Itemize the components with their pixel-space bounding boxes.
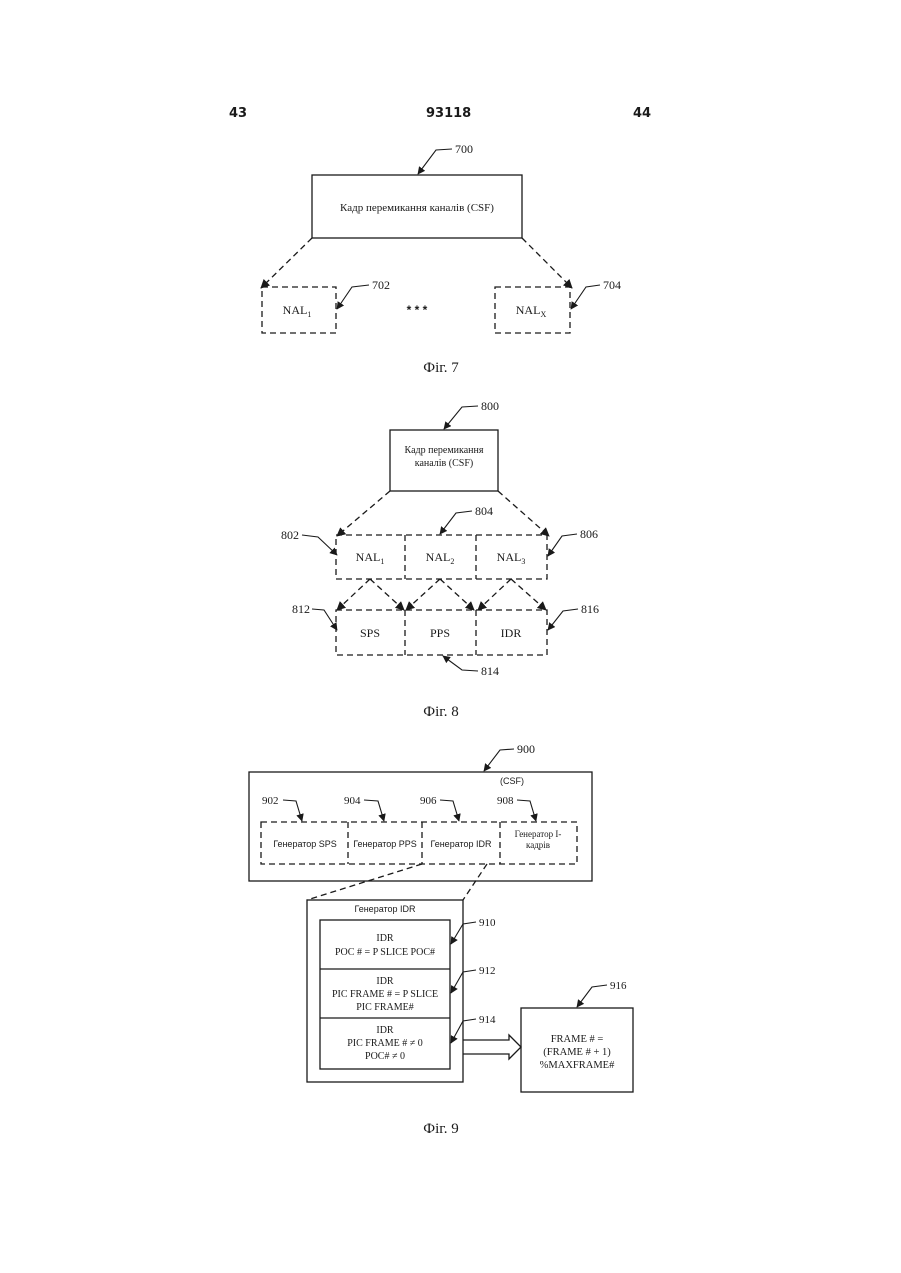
ref-704: 704 xyxy=(603,278,621,292)
idr-label: IDR xyxy=(501,626,522,640)
ref-816-leader xyxy=(548,609,578,630)
ref-700-leader xyxy=(418,149,452,174)
ref-816: 816 xyxy=(581,602,599,616)
box-910-line2: POC # = P SLICE POC# xyxy=(335,947,435,958)
split-arrow-left-8 xyxy=(337,491,390,536)
csf-frame-label-8-line2: каналів (CSF) xyxy=(415,458,473,469)
figure-7-caption: Фіг. 7 xyxy=(423,360,459,376)
sps-generator: Генератор SPS xyxy=(273,839,337,849)
figure-8: 800 Кадр перемикання каналів (CSF) NAL1 … xyxy=(281,399,599,720)
pps-label: PPS xyxy=(430,626,450,640)
nal-2-label-8: NAL2 xyxy=(426,550,455,566)
box-912-line1: IDR xyxy=(376,976,394,987)
ref-814: 814 xyxy=(481,664,499,678)
csf-frame-label: Кадр перемикання каналів (CSF) xyxy=(340,202,494,214)
ref-904: 904 xyxy=(344,795,361,807)
ref-814-leader xyxy=(443,656,478,671)
csf-generator-label: (CSF) xyxy=(500,776,524,786)
ellipsis: * * * xyxy=(407,303,428,317)
ref-812: 812 xyxy=(292,602,310,616)
split-arrow-right-8 xyxy=(498,491,549,536)
sps-label: SPS xyxy=(360,626,380,640)
pps-generator: Генератор PPS xyxy=(353,839,417,849)
ref-900-leader xyxy=(484,749,514,771)
ref-800-leader xyxy=(444,406,478,429)
figure-8-caption: Фіг. 8 xyxy=(423,704,458,720)
figure-9-caption: Фіг. 9 xyxy=(423,1121,458,1137)
box-916-line1: FRAME # = xyxy=(551,1034,604,1045)
split-arrow-right xyxy=(522,238,572,288)
ref-902: 902 xyxy=(262,795,279,807)
ref-802: 802 xyxy=(281,528,299,542)
split-arrow-left xyxy=(261,238,312,288)
ref-908: 908 xyxy=(497,795,514,807)
box-914-line2: PIC FRAME # ≠ 0 xyxy=(347,1038,423,1049)
ref-702-leader xyxy=(337,285,369,309)
ref-906-leader xyxy=(440,800,459,821)
nal-1-label-8: NAL1 xyxy=(356,550,385,566)
idr-generator-title: Генератор IDR xyxy=(354,904,416,914)
ref-704-leader xyxy=(571,285,600,309)
csf-frame-label-8-line1: Кадр перемикання xyxy=(405,445,484,456)
figure-9: 900 (CSF) Генератор SPS Генератор PPS Ге… xyxy=(249,742,633,1137)
box-910-line1: IDR xyxy=(376,933,394,944)
ref-916-leader xyxy=(577,985,607,1007)
output-arrow xyxy=(463,1035,521,1059)
ref-902-leader xyxy=(283,800,302,821)
box-914-line3: POC# ≠ 0 xyxy=(365,1051,405,1062)
ref-912: 912 xyxy=(479,965,496,977)
i-frame-generator-line2: кадрів xyxy=(526,840,550,850)
ref-800: 800 xyxy=(481,399,499,413)
ref-910: 910 xyxy=(479,917,496,929)
box-912-line2: PIC FRAME # = P SLICE xyxy=(332,989,438,1000)
ref-916: 916 xyxy=(610,980,627,992)
ref-804: 804 xyxy=(475,504,493,518)
nal-1-label: NAL1 xyxy=(283,303,312,319)
idr-generator: Генератор IDR xyxy=(430,839,492,849)
box-916-line2: (FRAME # + 1) xyxy=(543,1047,611,1058)
box-916-line3: %MAXFRAME# xyxy=(540,1060,615,1071)
box-914-line1: IDR xyxy=(376,1025,394,1036)
ref-806-leader xyxy=(548,534,577,556)
box-912-line3: PIC FRAME# xyxy=(356,1002,414,1013)
ref-812-leader xyxy=(312,609,337,630)
ref-804-leader xyxy=(440,511,472,534)
ref-900: 900 xyxy=(517,742,535,756)
ref-904-leader xyxy=(364,800,384,821)
ref-906: 906 xyxy=(420,795,437,807)
ref-700: 700 xyxy=(455,142,473,156)
ref-702: 702 xyxy=(372,278,390,292)
ref-914: 914 xyxy=(479,1014,496,1026)
ref-908-leader xyxy=(517,800,536,821)
i-frame-generator-line1: Генератор I- xyxy=(515,829,562,839)
ref-802-leader xyxy=(302,535,337,555)
nal-3-label-8: NAL3 xyxy=(497,550,526,566)
ref-806: 806 xyxy=(580,527,598,541)
nal-x-label: NALX xyxy=(516,303,547,319)
figure-7: 700 Кадр перемикання каналів (CSF) NAL1 … xyxy=(261,142,621,376)
